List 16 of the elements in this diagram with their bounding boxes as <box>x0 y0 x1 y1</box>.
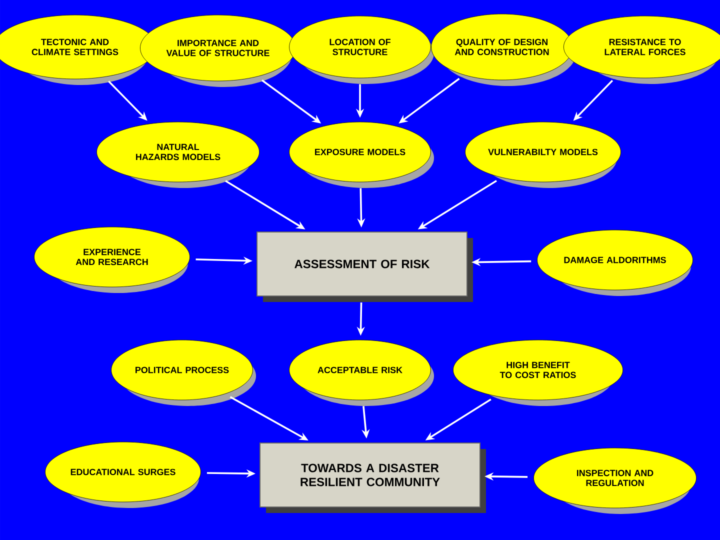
ellipse-node: LOCATION OF STRUCTURE <box>289 16 434 84</box>
ellipse-node: EXPERIENCE AND RESEARCH <box>34 226 190 293</box>
ellipse-node: DAMAGE ALDORITHMS <box>537 230 693 296</box>
ellipse-node: NATURAL HAZARDS MODELS <box>96 122 260 188</box>
ellipse-node: RESISTANCE TO LATERAL FORCES <box>563 16 720 84</box>
ellipse-node: INSPECTION AND REGULATION <box>533 448 697 514</box>
ellipse-node: EDUCATIONAL SURGES <box>45 442 201 508</box>
ellipse-node: EXPOSURE MODELS <box>289 122 434 188</box>
ellipse-node: POLITICAL PROCESS <box>111 340 256 406</box>
ellipse-node: HIGH BENEFIT TO COST RATIOS <box>452 340 624 406</box>
process-box: TOWARDS A DISASTER RESILIENT COMMUNITY <box>260 442 486 513</box>
ellipse-node: VULNERABILTY MODELS <box>465 122 621 188</box>
process-box: ASSESSMENT OF RISK <box>256 232 473 302</box>
ellipse-node: ACCEPTABLE RISK <box>289 340 434 406</box>
ellipse-node: QUALITY OF DESIGN AND CONSTRUCTION <box>431 14 576 86</box>
ellipse-node: IMPORTANCE AND VALUE OF STRUCTURE <box>140 14 296 87</box>
